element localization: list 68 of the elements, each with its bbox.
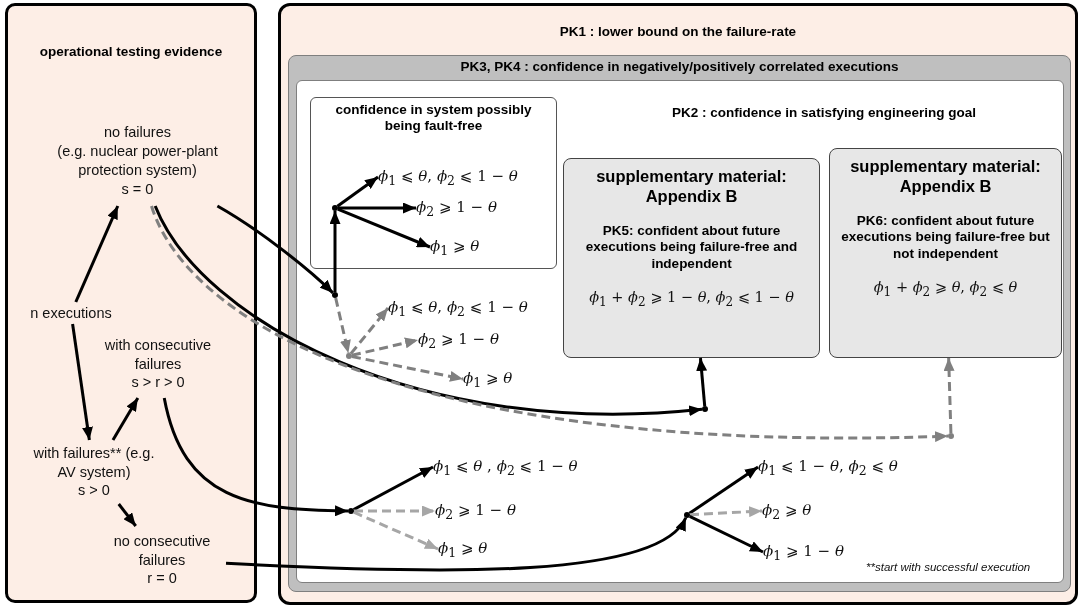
panel-title: confidence in system possibly being fault-free — [334, 102, 533, 135]
evidence-label: no failures — [104, 123, 171, 143]
junction-dot — [702, 406, 708, 412]
evidence-label: n executions — [30, 303, 112, 323]
panel-title: operational testing evidence — [38, 44, 224, 61]
panel-title: PK2 : confidence in satisfying engineering goal — [671, 105, 977, 122]
arrow — [337, 207, 431, 249]
formula: ϕ$_{2}$ ⩾ 1 − θ — [416, 197, 497, 219]
arrow — [150, 205, 949, 442]
card-heading: supplementary material: Appendix B — [595, 167, 788, 207]
evidence-label: s = 0 — [121, 179, 154, 199]
card-text: PK5: confident about future executions being failure-free and independent — [584, 222, 799, 274]
arrow — [696, 357, 708, 407]
fault-free-panel — [310, 97, 557, 269]
arrow — [689, 506, 763, 518]
evidence-label: s > 0 — [78, 481, 110, 501]
arrow — [689, 514, 764, 554]
footnote: **start with successful execution — [866, 561, 1031, 573]
arrow — [216, 204, 334, 294]
formula: ϕ$_{2}$ ⩾ θ — [762, 500, 812, 522]
arrow — [74, 205, 120, 303]
junction-dot — [948, 433, 954, 439]
evidence-label: (e.g. nuclear power-plant protection system) — [56, 142, 219, 180]
junction-dot — [346, 353, 352, 359]
junction-dot — [684, 512, 690, 518]
arrow — [688, 465, 759, 515]
formula: ϕ$_{2}$ ⩾ 1 − θ — [418, 329, 499, 351]
junction-dot — [348, 508, 354, 514]
evidence-label: r = 0 — [147, 569, 177, 589]
card-heading: supplementary material: Appendix B — [849, 157, 1042, 197]
arrow — [336, 175, 379, 208]
formula: ϕ$_{1}$ ⩽ θ, ϕ$_{2}$ ⩽ 1 − θ — [378, 166, 518, 188]
arrow — [153, 205, 703, 416]
evidence-panel — [5, 3, 257, 603]
evidence-label: s > r > 0 — [131, 373, 185, 393]
junction-dot — [332, 292, 338, 298]
panel-title: PK3, PK4 : confidence in negatively/positively correlated executions — [459, 59, 900, 76]
arrow — [351, 355, 464, 382]
junction-dot — [332, 205, 338, 211]
arrow — [225, 516, 688, 572]
card-text: PK6: confident about future executions being failure-free but not independent — [840, 212, 1051, 264]
arrow — [349, 307, 390, 355]
formula: ϕ$_{1}$ + ϕ$_{2}$ ⩾ 1 − θ, ϕ$_{2}$ ⩽ 1 − θ — [589, 289, 794, 310]
arrow — [352, 465, 434, 511]
arrow — [338, 202, 416, 214]
formula: ϕ$_{1}$ ⩽ θ , ϕ$_{2}$ ⩽ 1 − θ — [433, 456, 578, 478]
arrow — [353, 510, 439, 551]
arrow — [354, 505, 435, 517]
formula: ϕ$_{2}$ ⩾ 1 − θ — [435, 500, 516, 522]
arrow — [162, 397, 349, 517]
arrow — [943, 357, 955, 434]
formula: ϕ$_{1}$ ⩾ 1 − θ — [763, 541, 844, 563]
evidence-label: with failures** (e.g. AV system) — [32, 443, 156, 482]
arrow — [351, 337, 419, 357]
appendix-card — [563, 158, 820, 358]
arrow — [329, 211, 341, 292]
formula: ϕ$_{1}$ ⩾ θ — [438, 538, 488, 560]
formula: ϕ$_{1}$ ⩽ 1 − θ, ϕ$_{2}$ ⩽ θ — [758, 456, 898, 478]
arrow — [71, 323, 93, 441]
formula: ϕ$_{1}$ ⩽ θ, ϕ$_{2}$ ⩽ 1 − θ — [388, 297, 528, 319]
formula: ϕ$_{1}$ ⩾ θ — [430, 236, 480, 258]
arrow — [111, 397, 140, 441]
formula: ϕ$_{1}$ + ϕ$_{2}$ ⩾ θ, ϕ$_{2}$ ⩽ θ — [873, 279, 1018, 300]
formula: ϕ$_{1}$ ⩾ θ — [463, 368, 513, 390]
panel-title: PK1 : lower bound on the failure-rate — [558, 24, 798, 41]
arrow — [334, 297, 351, 354]
arrow — [117, 503, 137, 527]
appendix-card — [829, 148, 1062, 358]
